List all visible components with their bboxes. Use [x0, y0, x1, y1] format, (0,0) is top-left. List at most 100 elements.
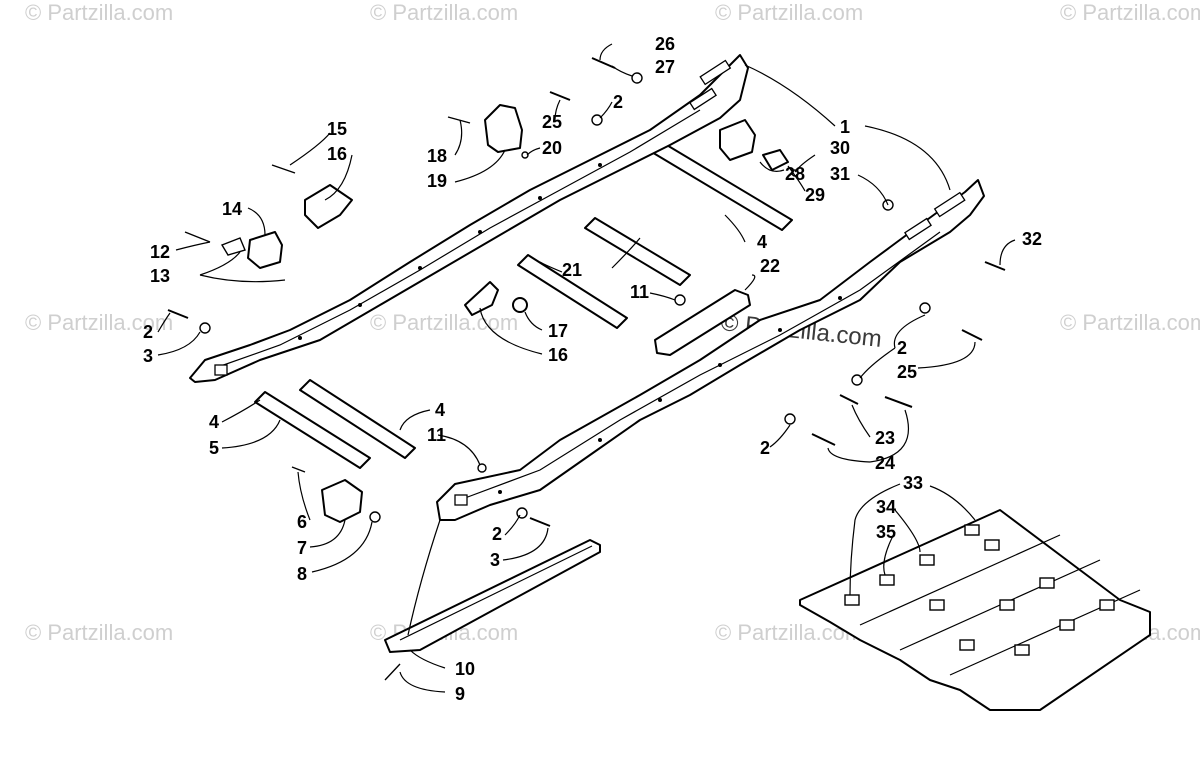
bolt-24 — [884, 396, 913, 408]
callout-3: 3 — [143, 346, 153, 366]
rail-right — [436, 179, 985, 521]
hardware — [167, 57, 1006, 527]
callout-6: 6 — [297, 512, 307, 532]
bolt-32 — [984, 261, 1006, 271]
track-clip — [964, 524, 980, 536]
slide — [384, 539, 601, 681]
callouts: 1 2 2 2 2 2 3 3 4 4 4 5 6 7 8 9 10 11 11… — [143, 34, 1042, 704]
track-clip — [1039, 577, 1055, 589]
block-7 — [321, 479, 363, 523]
washer-2 — [851, 374, 863, 386]
rail-hole — [498, 490, 502, 494]
callout-13: 13 — [150, 266, 170, 286]
bolt-23 — [839, 394, 859, 405]
rail-hole — [298, 336, 302, 340]
rail-slot — [214, 364, 228, 376]
pin-18 — [447, 116, 471, 124]
cross-shafts — [254, 134, 793, 469]
leader-lines — [157, 43, 1016, 693]
callout-18: 18 — [427, 146, 447, 166]
rail-right-body — [436, 179, 985, 521]
bolt-6 — [291, 466, 306, 473]
track-clip — [1014, 644, 1030, 656]
shaft-5 — [254, 391, 371, 469]
sleeve-29 — [762, 149, 789, 171]
callout-28: 28 — [785, 164, 805, 184]
callout-31: 31 — [830, 164, 850, 184]
rail-slot — [699, 59, 732, 86]
bracket-22 — [654, 289, 751, 356]
bolt-15 — [271, 164, 296, 174]
callout-22: 22 — [760, 256, 780, 276]
callout-25: 25 — [897, 362, 917, 382]
watermark: © Partzilla.com — [1060, 310, 1200, 335]
watermark-layer: © Partzilla.com © Partzilla.com © Partzi… — [25, 0, 1200, 645]
block-28 — [719, 119, 756, 161]
callout-2: 2 — [760, 438, 770, 458]
block-19 — [484, 104, 523, 153]
callout-5: 5 — [209, 438, 219, 458]
watermark: © Partzilla.com — [25, 0, 173, 25]
track-clip — [959, 639, 975, 651]
track — [799, 509, 1151, 711]
track-clip — [929, 599, 945, 611]
rail-slot — [933, 191, 966, 218]
plate-13 — [220, 237, 246, 256]
callout-19: 19 — [427, 171, 447, 191]
callout-27: 27 — [655, 57, 675, 77]
callout-20: 20 — [542, 138, 562, 158]
rail-slot — [689, 87, 717, 111]
watermark: © Partzilla.com — [25, 620, 173, 645]
callout-4: 4 — [757, 232, 767, 252]
rail-left-body — [189, 54, 749, 383]
washer-2 — [516, 507, 528, 519]
rail-hole — [658, 398, 662, 402]
track-clip — [879, 574, 895, 586]
track-body — [799, 509, 1151, 711]
track-clip — [844, 594, 860, 606]
callout-16: 16 — [327, 144, 347, 164]
nut-11 — [674, 294, 686, 306]
watermark: © Partzilla.com — [370, 310, 518, 335]
callout-2: 2 — [897, 338, 907, 358]
callout-15: 15 — [327, 119, 347, 139]
callout-14: 14 — [222, 199, 242, 219]
watermark: © Partzilla.com — [715, 0, 863, 25]
callout-16: 16 — [548, 345, 568, 365]
callout-30: 30 — [830, 138, 850, 158]
callout-9: 9 — [455, 684, 465, 704]
callout-4: 4 — [209, 412, 219, 432]
rail-left — [189, 54, 749, 383]
block-14 — [247, 231, 283, 269]
callout-33: 33 — [903, 473, 923, 493]
callout-21: 21 — [562, 260, 582, 280]
washer-2 — [199, 322, 211, 334]
callout-7: 7 — [297, 538, 307, 558]
callout-11: 11 — [630, 282, 649, 302]
washer-20 — [521, 151, 529, 159]
track-clip — [999, 599, 1015, 611]
rail-hole — [838, 296, 842, 300]
cross-shaft-21-a — [584, 217, 691, 286]
track-clip — [984, 539, 1000, 551]
washer-2 — [919, 302, 931, 314]
bolt-25 — [961, 329, 983, 341]
rail-slot — [904, 217, 932, 241]
rail-hole — [478, 230, 482, 234]
bracket-15 — [304, 184, 353, 229]
nut-17 — [512, 297, 528, 313]
callout-4: 4 — [435, 400, 445, 420]
callout-8: 8 — [297, 564, 307, 584]
nut-11 — [477, 463, 487, 473]
rail-hole — [598, 163, 602, 167]
rail-hole — [418, 266, 422, 270]
track-clip — [1099, 599, 1115, 611]
callout-17: 17 — [548, 321, 568, 341]
washer-2 — [591, 114, 603, 126]
rail-hole — [718, 363, 722, 367]
callout-34: 34 — [876, 497, 896, 517]
callout-24: 24 — [875, 453, 895, 473]
callout-23: 23 — [875, 428, 895, 448]
callout-2: 2 — [613, 92, 623, 112]
cross-shaft-4-lower — [299, 379, 416, 459]
